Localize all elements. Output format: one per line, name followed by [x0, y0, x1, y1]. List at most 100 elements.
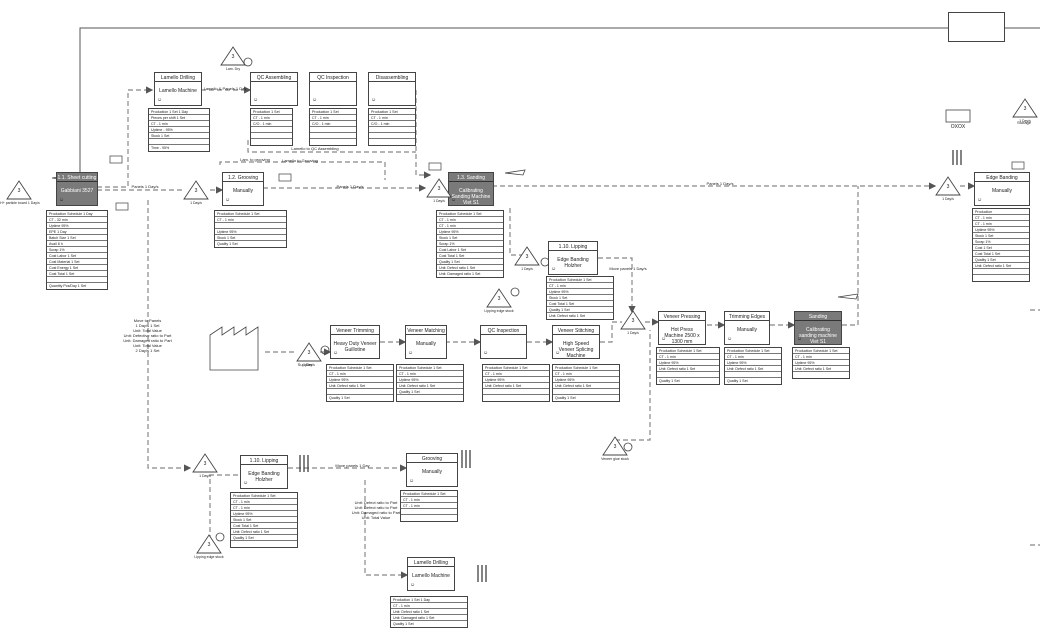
data-box-row: Production Schedule 1 Set: [215, 211, 286, 217]
inventory-label: 1 Day/s: [521, 267, 533, 271]
data-box-row: CT - 1 min: [215, 217, 286, 223]
inventory-count: 3: [17, 188, 21, 194]
data-box-row: CT - 1 min: [391, 603, 467, 609]
data-box-row: Unit: Defect ratio 1 Set: [725, 366, 781, 372]
data-box-row: Avail 8 h: [47, 241, 107, 247]
inventory-icon: [602, 436, 628, 456]
inventory-label: 1 Day/s: [199, 474, 211, 478]
data-box-row: [251, 133, 292, 139]
data-box-row: [397, 395, 463, 401]
data-box-row: Production 1 Set 1 Day: [391, 597, 467, 603]
data-box-row: [793, 372, 849, 378]
data-box-row: Uptime 95%: [437, 229, 503, 235]
data-box-row: Production Schedule 1 Set: [401, 491, 457, 497]
data-box-row: C/O - 1 min: [251, 121, 292, 127]
data-box-row: CT - 1 min: [657, 354, 719, 360]
data-box-row: [231, 541, 297, 547]
inventory-label: 1 Day/s: [433, 199, 445, 203]
data-box-row: Production 1 Set: [369, 109, 415, 115]
data-box-row: Stock 1 Set: [215, 235, 286, 241]
data-box-row: Cost Total 1 Set: [437, 253, 503, 259]
data-box-row: [401, 509, 457, 515]
move-edge-note: Panels 1 Day/s: [706, 181, 734, 186]
operator-icon: ☺: [371, 97, 377, 103]
data-box-row: Production Schedule 1 Set: [725, 348, 781, 354]
data-box-row: Stock 1 Set: [437, 235, 503, 241]
inventory-label: Lam. Dry: [225, 67, 241, 71]
process-subtitle: Manually: [415, 341, 436, 347]
operator-icon: ☺: [409, 478, 415, 484]
data-box-row: Quality 1 Set: [727, 379, 748, 383]
data-box-row: [149, 139, 209, 145]
data-box-row: Cost Labor 1 Set: [47, 253, 107, 259]
process-box-qc_assembling[interactable]: QC Assembling☺: [250, 72, 298, 106]
process-box-qc_inspection_mid[interactable]: QC Inspection☺: [480, 325, 527, 359]
data-box-row: Production Schedule 1 Set: [547, 277, 613, 283]
move-groove-top-note: Lam. to grooving: [240, 157, 270, 162]
data-box-row: Quality 1 Set: [973, 257, 1029, 263]
data-box-row: CT - 1 min: [547, 283, 613, 289]
process-title: 1.1. Sheet cutting: [57, 175, 97, 182]
data-box-row: CT - 1 min: [437, 217, 503, 223]
data-box-row: Unit: Defect ratio 1 Set: [483, 383, 549, 389]
inventory-icon: [620, 310, 646, 330]
data-box-row: Scrap 1%: [973, 239, 1029, 245]
data-box-row: Unit: Defect ratio 1 Set: [397, 383, 463, 389]
process-box-disassembling[interactable]: Disassembling☺: [368, 72, 416, 106]
process-title: 1.10. Lipping: [549, 242, 597, 251]
data-box-row: Stock 1 Set: [149, 133, 209, 139]
data-box-row: Stock 1 Set: [973, 233, 1029, 239]
data-box-row: CT - 1 min: [437, 223, 503, 229]
production-control-box[interactable]: [948, 12, 1005, 42]
data-box-row: [215, 223, 286, 229]
process-box-qc_inspection_top[interactable]: QC Inspection☺: [309, 72, 357, 106]
data-box-row: Uptime 95%: [725, 360, 781, 366]
data-box-row: Quality 1 Set: [329, 396, 350, 400]
data-box-row: EPE 1 Day: [47, 229, 107, 235]
process-title: Veneer Trimming: [331, 326, 379, 335]
move-grooving-note: Panels 1 Day/s: [131, 184, 159, 189]
inventory-label: 1 Day/s: [190, 201, 202, 205]
data-box-row: Unit: Defect ratio 1 Set: [391, 609, 467, 615]
data-box-row: Uptime 95%: [553, 377, 619, 383]
data-box-row: Production 1 Set: [310, 109, 356, 115]
data-box-row: Uptime 95%: [47, 223, 107, 229]
data-box-row: CT - 1 min: [397, 371, 463, 377]
process-subtitle: Lamello Machine: [412, 573, 450, 579]
